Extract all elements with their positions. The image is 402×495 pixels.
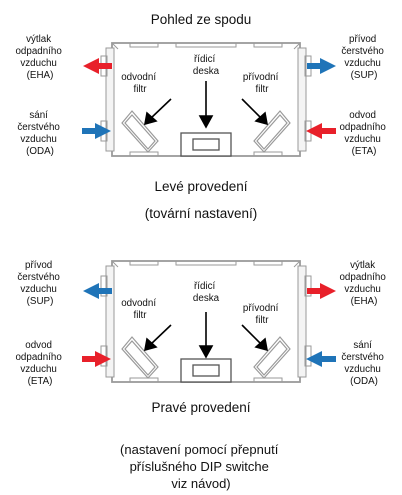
label-eha: výtlak odpadního vzduchu (EHA)	[15, 34, 64, 81]
airflow-eta-arrow	[306, 123, 336, 139]
left-version-caption: Levé provedení	[154, 179, 247, 194]
filter-right	[253, 336, 291, 379]
label-eta: odvod odpadního vzduchu (ETA)	[15, 340, 64, 387]
label-control-board: řídicí deska	[193, 281, 220, 304]
label-oda: sání čerstvého vzduchu (ODA)	[17, 110, 62, 157]
label-oda: sání čerstvého vzduchu (ODA)	[341, 340, 386, 387]
factory-setting-note: (tovární nastavení)	[145, 206, 258, 221]
label-exhaust-filter: odvodní filtr	[121, 72, 159, 95]
airflow-sup-arrow	[83, 283, 112, 299]
label-eta: odvod odpadního vzduchu (ETA)	[339, 110, 388, 157]
filter-right	[253, 110, 291, 153]
control-board-box	[180, 132, 232, 157]
right-version-caption: Pravé provedení	[151, 400, 250, 415]
right-version-diagram: přívod čerstvého vzduchu (SUP) odvod odp…	[15, 260, 388, 491]
pointer-arrows	[143, 312, 269, 359]
airflow-oda-arrow	[82, 123, 111, 139]
label-sup: přívod čerstvého vzduchu (SUP)	[17, 260, 62, 307]
dip-switch-note: (nastavení pomocí přepnutí příslušného D…	[120, 442, 282, 491]
pointer-arrows	[143, 81, 269, 129]
label-eha: výtlak odpadního vzduchu (EHA)	[339, 260, 388, 307]
label-exhaust-filter: odvodní filtr	[121, 298, 159, 321]
airflow-oda-arrow	[306, 351, 336, 367]
label-control-board: řídicí deska	[193, 54, 220, 77]
airflow-eha-arrow	[307, 283, 336, 299]
filter-left	[121, 110, 159, 153]
label-supply-filter: přívodní filtr	[243, 303, 281, 326]
label-sup: přívod čerstvého vzduchu (SUP)	[341, 34, 386, 81]
airflow-eha-arrow	[83, 58, 112, 74]
control-board-box	[180, 358, 232, 383]
airflow-sup-arrow	[307, 58, 336, 74]
label-supply-filter: přívodní filtr	[243, 72, 281, 95]
filter-left	[121, 336, 159, 379]
left-version-diagram: Pohled ze spodu	[15, 12, 388, 221]
airflow-eta-arrow	[82, 351, 111, 367]
view-title: Pohled ze spodu	[151, 12, 252, 27]
